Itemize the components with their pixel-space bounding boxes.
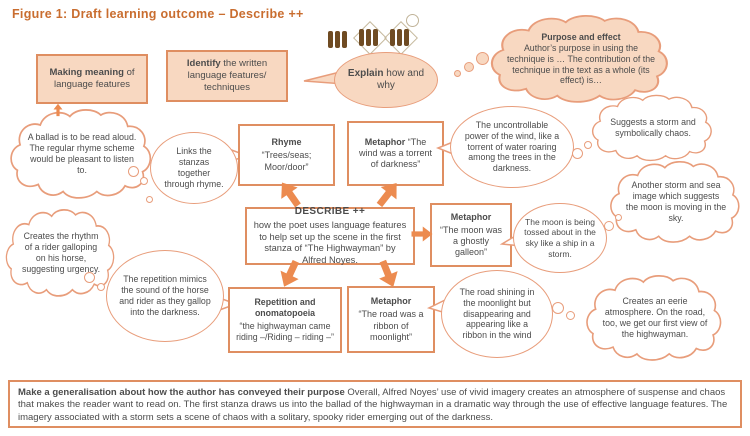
box-describe: DESCRIBE ++how the poet uses language fe…: [245, 205, 415, 265]
thought-trail-dot: [604, 221, 614, 231]
moon-bubble: The moon is being tossed about in the sk…: [513, 203, 607, 273]
repetition-bubble-text: The repetition mimics the sound of the h…: [119, 274, 211, 317]
explain-bubble: Explain how and why: [334, 52, 438, 108]
thought-trail-dot: [476, 52, 489, 65]
explain-bubble-text: Explain how and why: [347, 67, 425, 92]
thought-cloud-suggests-storm-text: Suggests a storm and symbolically chaos.: [610, 117, 696, 138]
repetition-bubble: The repetition mimics the sound of the h…: [106, 250, 224, 342]
stick-icon: [397, 29, 402, 46]
box-metaphor-moon: Metaphor“The moon was a ghostly galleon”: [430, 203, 512, 267]
arrow-ballad-to-making-meaning: [54, 104, 63, 117]
box-metaphor-road: Metaphor“The road was a ribbon of moonli…: [347, 286, 435, 353]
box-making-meaning-text: Making meaning of language features: [49, 67, 135, 90]
box-making-meaning: Making meaning of language features: [36, 54, 148, 104]
thought-cloud-ballad-text: A ballad is to be read aloud. The regula…: [27, 132, 137, 175]
road-bubble: The road shining in the moonlight but di…: [441, 270, 553, 358]
links-bubble-text: Links the stanzas together through rhyme…: [164, 146, 224, 189]
thought-trail-dot: [552, 302, 564, 314]
box-rhyme-text: Rhyme“Trees/seas; Moor/door”: [261, 137, 312, 172]
thought-trail-dot: [146, 196, 153, 203]
wind-bubble: The uncontrollable power of the wind, li…: [450, 106, 574, 188]
box-rhyme: Rhyme“Trees/seas; Moor/door”: [238, 124, 335, 186]
thought-trail-dot: [566, 311, 575, 320]
thought-trail-dot: [572, 148, 583, 159]
stick-bundle-icon: [328, 31, 347, 48]
thought-trail-dot: [584, 141, 592, 149]
stick-icon: [335, 31, 340, 48]
box-metaphor-wind-text: Metaphor “The wind was a torrent of dark…: [358, 136, 433, 170]
box-identify: Identify the written language features/ …: [166, 50, 288, 102]
stick-icon: [328, 31, 333, 48]
stick-icon: [342, 31, 347, 48]
thought-trail-dot: [84, 272, 95, 283]
stick-icon: [404, 29, 409, 46]
box-metaphor-road-text: Metaphor“The road was a ribbon of moonli…: [358, 296, 424, 342]
box-metaphor-wind: Metaphor “The wind was a torrent of dark…: [347, 121, 444, 186]
moon-bubble-text: The moon is being tossed about in the sk…: [524, 216, 596, 259]
badge-circle-icon: [406, 14, 419, 27]
stick-icon: [359, 29, 364, 46]
box-repetition-text: Repetition and onomatopoeia“the highwaym…: [236, 297, 334, 342]
stick-icon: [390, 29, 395, 46]
thought-cloud-rhythm: Creates the rhythm of a rider galloping …: [4, 208, 118, 298]
thought-trail-dot: [97, 283, 105, 291]
box-metaphor-moon-text: Metaphor“The moon was a ghostly galleon”: [439, 211, 503, 258]
thought-cloud-ballad: A ballad is to be read aloud. The regula…: [8, 108, 156, 200]
thought-trail-dot: [615, 214, 622, 221]
thought-cloud-rhythm-text: Creates the rhythm of a rider galloping …: [21, 231, 101, 274]
arrow-describe-to-moon: [412, 227, 433, 242]
stick-bundle-icon: [359, 29, 378, 46]
thought-trail-dot: [464, 62, 474, 72]
box-identify-text: Identify the written language features/ …: [186, 58, 268, 93]
thought-trail-dot: [140, 177, 148, 185]
thought-cloud-suggests-storm: Suggests a storm and symbolically chaos.: [590, 94, 716, 162]
figure-title: Figure 1: Draft learning outcome – Descr…: [12, 7, 304, 21]
stick-icon: [366, 29, 371, 46]
wind-bubble-text: The uncontrollable power of the wind, li…: [464, 119, 560, 174]
thought-cloud-another-image-text: Another storm and sea image which sugges…: [625, 180, 727, 223]
thought-trail-dot: [454, 70, 461, 77]
thought-cloud-eerie-text: Creates an eerie atmosphere. On the road…: [602, 296, 708, 339]
generalisation-box: Make a generalisation about how the auth…: [8, 380, 742, 428]
thought-cloud-another-image: Another storm and sea image which sugges…: [608, 160, 744, 244]
box-describe-text: DESCRIBE ++how the poet uses language fe…: [253, 205, 407, 265]
thought-trail-dot: [128, 166, 139, 177]
links-bubble: Links the stanzas together through rhyme…: [150, 132, 238, 204]
stick-bundle-icon: [390, 29, 409, 46]
road-bubble-text: The road shining in the moonlight but di…: [459, 286, 535, 341]
thought-cloud-eerie: Creates an eerie atmosphere. On the road…: [584, 274, 726, 362]
box-repetition: Repetition and onomatopoeia“the highwaym…: [228, 287, 342, 353]
generalisation-text: Make a generalisation about how the auth…: [18, 387, 728, 423]
stick-icon: [373, 29, 378, 46]
